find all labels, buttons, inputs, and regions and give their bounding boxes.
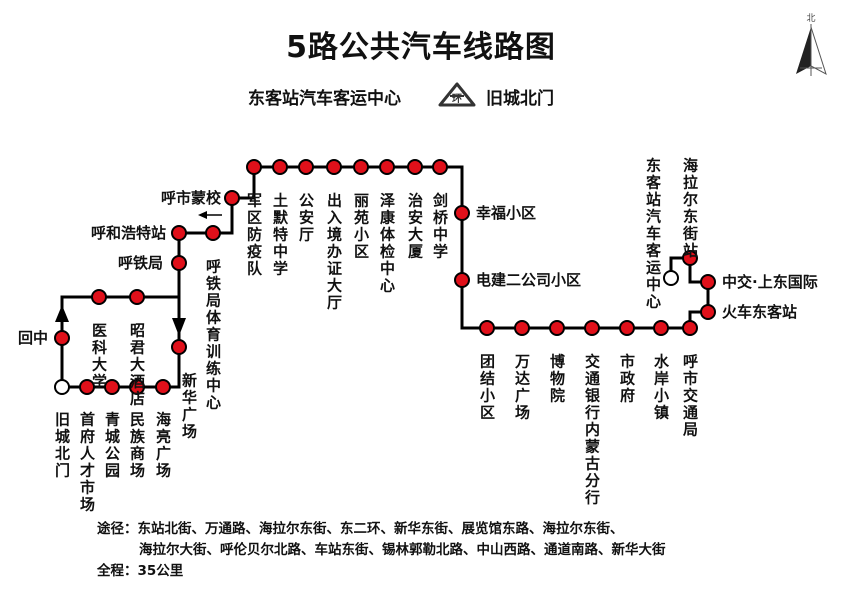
station-label-s23: 呼铁局体育训练中心 [204,259,222,411]
arrow-up-icon [55,305,69,322]
route-polyline [60,165,710,389]
station-label-s11: 团结小区 [478,354,496,420]
station-label-s33: 医科大学 [90,323,108,390]
station-label-s25: 呼铁局 [118,254,163,272]
station-dot-s29 [104,379,120,395]
station-label-s6: 水岸小镇 [652,353,670,421]
station-dot-s27 [155,379,171,395]
station-dot-s11 [479,320,495,336]
station-label-s13: 幸福小区 [476,204,536,222]
route-notes: 途径：东站北街、万通路、海拉尔东街、东二环、新华东街、展览馆东路、海拉尔东街、 … [97,519,666,582]
station-dot-s14 [432,159,448,175]
station-label-s24: 呼和浩特站 [91,224,166,242]
station-dot-s22 [224,190,240,206]
station-dot-s1 [663,270,679,286]
station-dot-s3 [700,274,716,290]
station-label-s32: 回中 [18,329,48,347]
station-dot-s9 [549,320,565,336]
station-dot-s26 [171,339,187,355]
station-label-s21: 军区防疫队 [245,193,263,277]
compass-north-icon: 北 [796,13,827,76]
station-label-s34: 昭君大酒店 [128,323,146,407]
station-dot-s16 [379,159,395,175]
station-label-s19: 公安厅 [297,193,315,243]
via-label: 途径： [97,521,138,537]
station-markers [54,159,716,395]
station-label-s12: 电建二公司小区 [476,271,581,289]
station-dot-s2 [682,250,698,266]
station-dot-s23 [205,225,221,241]
station-label-s28: 民族商场 [128,412,146,479]
station-label-s20: 土默特中学 [271,192,289,277]
station-dot-s12 [454,272,470,288]
length-label: 全程： [97,563,138,579]
station-dot-s4 [700,304,716,320]
station-dot-s21 [246,159,262,175]
station-label-s26: 新华广场 [180,372,198,440]
station-dot-s32 [54,330,70,346]
station-label-s8: 交通银行内蒙古分行 [583,353,601,506]
station-label-s5: 呼市交通局 [681,354,699,438]
station-dot-s34 [129,289,145,305]
station-label-s18: 出入境办证大厅 [325,192,343,311]
station-label-s17: 丽苑小区 [352,193,370,259]
station-label-s16: 泽康体检中心 [378,193,396,294]
station-dot-s10 [514,320,530,336]
station-dot-s15 [407,159,423,175]
station-label-s10: 万达广场 [513,354,531,421]
length-value: 35公里 [137,563,184,579]
station-label-s29: 青城公园 [103,411,121,479]
station-dot-s20 [272,159,288,175]
station-label-s7: 市政府 [618,353,636,404]
arrow-left-icon [198,211,207,219]
start-terminal-label: 东客站汽车客运中心 [248,89,401,109]
station-labels: 东客站汽车客运中心 海拉尔东街站中交·上东国际火车东客站呼市交通局水岸小镇市政府交… [18,157,818,513]
station-dot-s6 [653,320,669,336]
station-label-s4: 火车东客站 [722,303,797,321]
station-dot-s19 [298,159,314,175]
station-label-s9: 博物院 [548,353,566,404]
arrow-down-icon [172,318,186,336]
station-dot-s5 [682,320,698,336]
station-dot-s18 [326,159,342,175]
station-dot-s13 [454,205,470,221]
compass-label: 北 [806,13,815,24]
station-dot-s7 [619,320,635,336]
direction-arrows [55,211,222,336]
station-label-s27: 海亮广场 [154,411,172,479]
station-label-s31: 旧城北门 [53,412,71,479]
station-dot-s25 [171,255,187,271]
station-dot-s8 [584,320,600,336]
loop-icon: 环 [438,82,476,107]
station-dot-s28 [129,379,145,395]
station-label-s22: 呼市蒙校 [161,189,222,207]
station-label-s3: 中交·上东国际 [722,273,818,291]
station-dot-s33 [91,289,107,305]
via-line-2: 海拉尔大街、呼伦贝尔北路、车站东街、锡林郭勒北路、中山西路、通道南路、新华大街 [139,542,666,558]
station-label-s1: 东客站汽车客运中心 [644,157,662,310]
station-label-s30: 首府人才市场 [78,411,96,513]
end-terminal-label: 旧城北门 [486,89,554,109]
station-dot-s17 [353,159,369,175]
via-line-1: 东站北街、万通路、海拉尔东街、东二环、新华东街、展览馆东路、海拉尔东街、 [137,521,624,537]
station-dot-s24 [171,225,187,241]
station-label-s15: 治安大厦 [406,192,424,260]
page-title: 5路公共汽车线路图 [286,30,556,65]
station-label-s2: 海拉尔东街站 [681,157,699,259]
station-label-s14: 剑桥中学 [431,192,449,260]
station-dot-s30 [79,379,95,395]
route-lines [60,165,710,389]
loop-badge-text: 环 [452,93,462,105]
station-dot-s31 [54,379,70,395]
